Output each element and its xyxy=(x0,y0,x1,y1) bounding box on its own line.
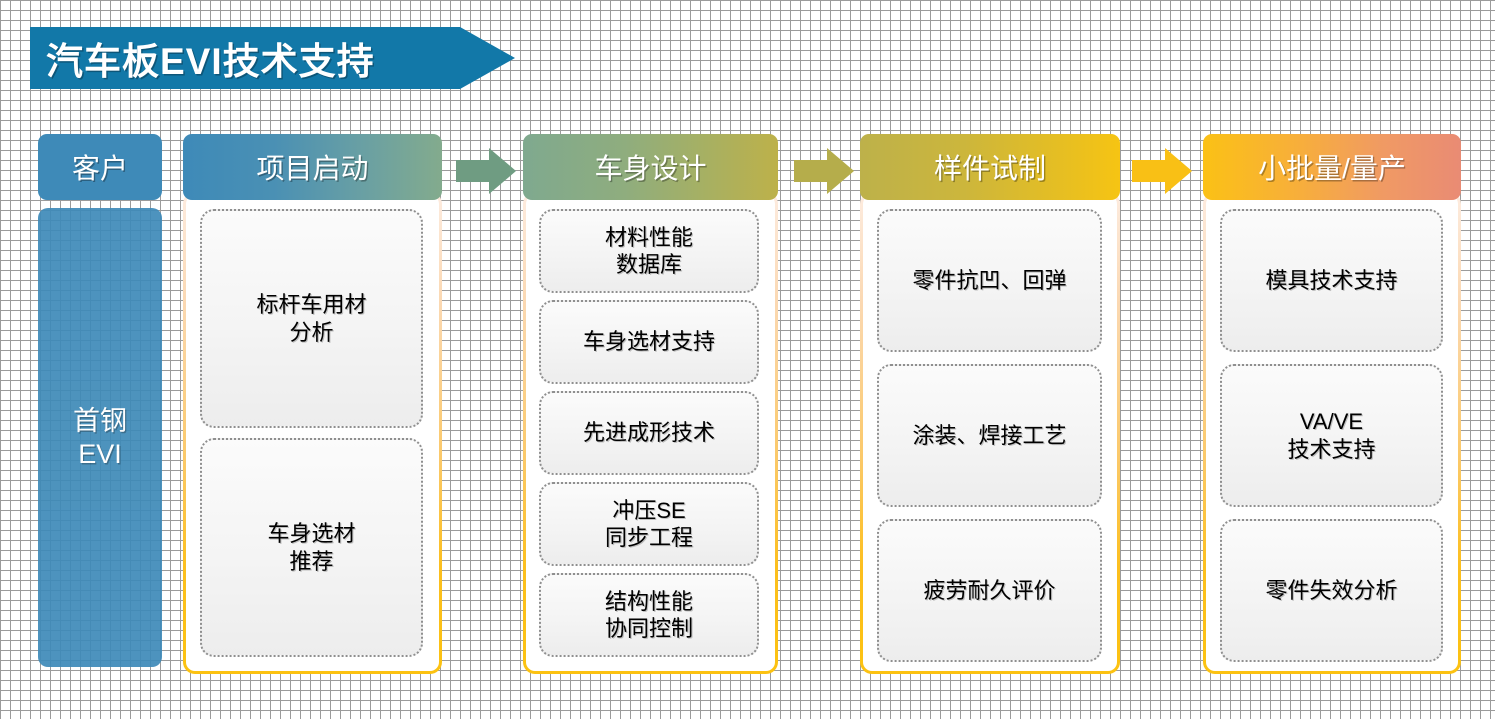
customer-body: 首钢 EVI xyxy=(38,208,162,667)
stage-item-line2: 数据库 xyxy=(615,252,682,277)
arrow-stage1-to-stage2 xyxy=(456,148,516,194)
stage-item-line1: 冲压SE xyxy=(612,497,686,523)
customer-body-line1: 首钢 xyxy=(73,405,127,436)
right-arrow-icon xyxy=(1132,148,1192,194)
stage-header-small-batch-mass-production: 小批量/量产 xyxy=(1203,134,1461,200)
stage-item-card: 疲劳耐久评价 xyxy=(877,519,1102,662)
stage-item-card: 车身选材 推荐 xyxy=(200,438,423,657)
stage-body-body-design: 材料性能 数据库 车身选材支持 先进成形技术 冲压SE 同步工程 结构性能 协同… xyxy=(523,192,778,674)
stage-item-line1: 结构性能 xyxy=(604,588,693,614)
stage-item-line1: 材料性能 xyxy=(604,224,693,250)
right-arrow-icon xyxy=(794,148,854,194)
stage-item-line2: 同步工程 xyxy=(604,525,693,550)
right-arrow-icon xyxy=(456,148,516,194)
customer-body-line2: EVI xyxy=(78,438,122,469)
page-title: 汽车板EVI技术支持 xyxy=(46,41,375,82)
stage-header-body-design: 车身设计 xyxy=(523,134,778,200)
stage-item-line1: 零件失效分析 xyxy=(1265,577,1398,603)
stage-item-card: 先进成形技术 xyxy=(539,391,759,475)
stage-item-line2: 分析 xyxy=(289,319,334,345)
stage-item-line1: 车身选材支持 xyxy=(582,329,715,355)
stage-item-line1: 标杆车用材 xyxy=(256,292,367,317)
stage-header-project-kickoff: 项目启动 xyxy=(183,134,442,200)
stage-body-small-batch-mass-production: 模具技术支持 VA/VE 技术支持 零件失效分析 xyxy=(1203,192,1461,674)
stage-item-line1: 先进成形技术 xyxy=(582,420,715,446)
stage-item-card: 标杆车用材 分析 xyxy=(200,209,423,428)
customer-header: 客户 xyxy=(38,134,162,200)
stage-item-line2: 技术支持 xyxy=(1287,436,1376,462)
stage-item-card: 模具技术支持 xyxy=(1220,209,1443,352)
stage-item-card: 零件抗凹、回弹 xyxy=(877,209,1102,352)
stage-item-line1: 疲劳耐久评价 xyxy=(923,577,1056,603)
stage-body-project-kickoff: 标杆车用材 分析 车身选材 推荐 xyxy=(183,192,442,674)
stage-header-prototype-trial: 样件试制 xyxy=(860,134,1120,200)
stage-item-card: 涂装、焊接工艺 xyxy=(877,364,1102,507)
stage-item-card: VA/VE 技术支持 xyxy=(1220,364,1443,507)
stage-item-line1: 模具技术支持 xyxy=(1265,267,1398,293)
stage-item-line2: 协同控制 xyxy=(604,616,693,641)
stage-item-line2: 推荐 xyxy=(289,548,334,574)
arrow-stage3-to-stage4 xyxy=(1132,148,1192,194)
arrow-stage2-to-stage3 xyxy=(794,148,854,194)
stage-item-card: 结构性能 协同控制 xyxy=(539,573,759,657)
stage-item-line1: 零件抗凹、回弹 xyxy=(912,267,1067,293)
stage-item-card: 零件失效分析 xyxy=(1220,519,1443,662)
stage-item-card: 材料性能 数据库 xyxy=(539,209,759,293)
stage-item-line1: 涂装、焊接工艺 xyxy=(912,422,1067,448)
page-title-banner: 汽车板EVI技术支持 xyxy=(30,27,515,89)
stage-item-card: 冲压SE 同步工程 xyxy=(539,482,759,566)
stage-item-line1: 车身选材 xyxy=(267,521,356,546)
stage-item-line1: VA/VE xyxy=(1299,409,1364,434)
stage-body-prototype-trial: 零件抗凹、回弹 涂装、焊接工艺 疲劳耐久评价 xyxy=(860,192,1120,674)
stage-item-card: 车身选材支持 xyxy=(539,300,759,384)
